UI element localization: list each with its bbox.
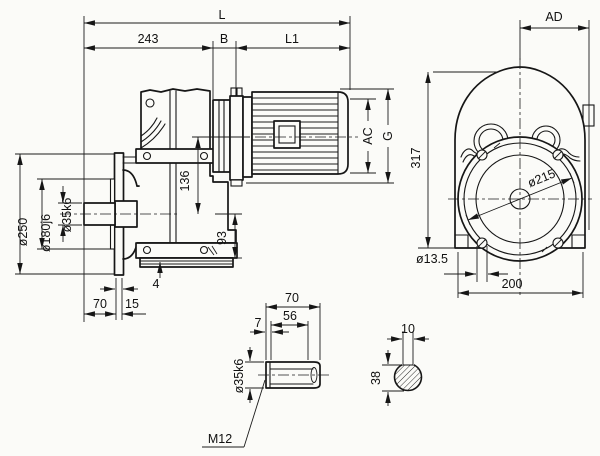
- dim-label-15: 15: [125, 297, 139, 311]
- dim-label-136: 136: [178, 171, 192, 192]
- key-section-geometry: [393, 331, 423, 392]
- shaft-detail-dimensions: 70 56 7 ø35k6 M12: [202, 291, 321, 448]
- motor-flange: [229, 95, 244, 181]
- dim-label-shaft-56: 56: [283, 309, 297, 323]
- dim-label-L1: L1: [285, 32, 299, 46]
- dim-label-317: 317: [409, 148, 423, 169]
- dim-label-200: 200: [502, 277, 523, 291]
- shaft-detail-geometry: [258, 361, 330, 389]
- key-section: 10 38: [369, 322, 429, 406]
- dim-label-shaft-dia35k6: ø35k6: [232, 359, 246, 394]
- dim-label-key-10: 10: [401, 322, 415, 336]
- flange-bolt-holes: [476, 149, 564, 249]
- key-section-dimensions: 10 38: [369, 322, 429, 406]
- shaft-cross-section: [393, 362, 423, 392]
- base-plate: [139, 257, 234, 268]
- thread-label-M12: M12: [208, 432, 232, 446]
- dim-label-dia250: ø250: [16, 218, 30, 247]
- dim-label-shaft-70: 70: [285, 291, 299, 305]
- dim-label-dia180j6: ø180j6: [39, 214, 53, 252]
- mounting-hole: [142, 245, 152, 255]
- dim-label-dia13-5: ø13.5: [416, 252, 448, 266]
- side-view: L 243 B L1 ø250 ø180j6 ø35k6: [15, 8, 395, 322]
- side-view-dimensions: L 243 B L1 ø250 ø180j6 ø35k6: [15, 8, 395, 322]
- dim-label-70: 70: [93, 297, 107, 311]
- dim-label-4: 4: [153, 277, 160, 291]
- dim-label-shaft-7: 7: [255, 316, 262, 330]
- shaft-detail: 70 56 7 ø35k6 M12: [202, 291, 330, 448]
- side-view-geometry: [60, 87, 358, 276]
- dim-label-AD: AD: [545, 10, 562, 24]
- mounting-hole: [199, 245, 209, 255]
- dim-label-93: 93: [215, 231, 229, 245]
- gear-housing: [137, 88, 237, 244]
- dim-label-G: G: [381, 131, 395, 141]
- mounting-hole: [199, 151, 209, 161]
- front-view: AD 317 ø215 ø13.5 200: [409, 10, 595, 298]
- housing-side-boss: [582, 104, 595, 127]
- dim-label-243: 243: [138, 32, 159, 46]
- front-view-geometry: [448, 58, 595, 296]
- dim-label-key-38: 38: [369, 371, 383, 385]
- dim-label-AC: AC: [361, 127, 375, 144]
- dim-label-B: B: [220, 32, 228, 46]
- input-adapter: [212, 99, 231, 173]
- mounting-hole: [142, 151, 152, 161]
- housing-bolt-hole: [145, 98, 155, 108]
- dim-label-L: L: [219, 8, 226, 22]
- dim-label-dia35k6: ø35k6: [60, 198, 74, 233]
